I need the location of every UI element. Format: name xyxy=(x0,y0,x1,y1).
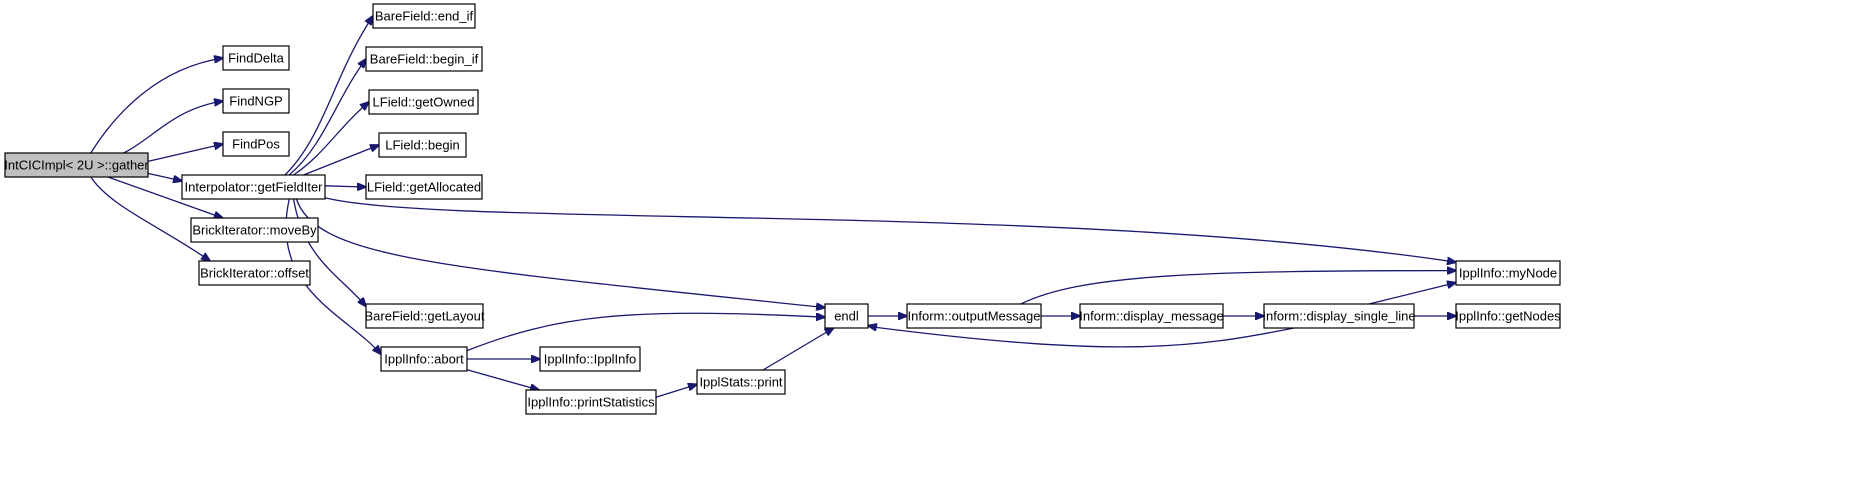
node-label: FindPos xyxy=(232,137,280,152)
node-label: FindNGP xyxy=(229,94,282,109)
edge-getFieldIter-to-myNode xyxy=(324,197,1456,262)
node-box[interactable] xyxy=(1079,303,1224,329)
node-box[interactable] xyxy=(1455,303,1561,329)
node-getNodes[interactable]: IpplInfo::getNodes xyxy=(1455,303,1561,329)
node-box[interactable] xyxy=(190,217,319,243)
node-label: BareField::begin_if xyxy=(370,52,479,67)
node-display_message[interactable]: Inform::display_message xyxy=(1079,303,1224,329)
nodes-layer: IntCICImpl< 2U >::gather FindDeltaFindNGP… xyxy=(4,3,1561,415)
node-label: BrickIterator::moveBy xyxy=(192,223,317,238)
node-label: Inform::display_message xyxy=(1079,309,1224,324)
node-offset[interactable]: BrickIterator::offset xyxy=(198,260,311,286)
edge-getFieldIter-to-getOwned xyxy=(293,102,369,176)
node-box[interactable] xyxy=(696,369,786,395)
node-box[interactable] xyxy=(824,303,869,329)
node-label: IpplInfo::abort xyxy=(384,352,464,367)
edge-outputMessage-to-myNode xyxy=(1020,271,1456,305)
node-label: FindDelta xyxy=(228,51,284,66)
edge-getFieldIter-to-end_if xyxy=(284,16,373,176)
node-begin_if[interactable]: BareField::begin_if xyxy=(365,46,483,72)
node-getOwned[interactable]: LField::getOwned xyxy=(368,89,479,115)
edge-statsPrint-to-endl xyxy=(762,328,834,371)
node-box[interactable] xyxy=(4,152,149,178)
edge-gather-to-moveBy xyxy=(107,176,223,218)
node-findPos[interactable]: FindPos xyxy=(222,131,290,157)
node-box[interactable] xyxy=(222,45,290,71)
node-label: IpplStats::print xyxy=(699,375,782,390)
edge-printStatistics-to-statsPrint xyxy=(655,384,697,398)
edge-abort-to-endl xyxy=(466,312,825,352)
edge-gather-to-offset xyxy=(90,176,210,261)
node-moveBy[interactable]: BrickIterator::moveBy xyxy=(190,217,319,243)
edge-getFieldIter-to-begin_if xyxy=(288,59,366,176)
edge-getFieldIter-to-lbegin xyxy=(303,145,379,176)
node-getLayout[interactable]: BareField::getLayout xyxy=(365,303,485,329)
node-label: endl xyxy=(834,309,859,324)
edge-gather-to-findDelta xyxy=(90,58,223,154)
node-statsPrint[interactable]: IpplStats::print xyxy=(696,369,786,395)
node-box[interactable] xyxy=(365,46,483,72)
node-box[interactable] xyxy=(222,88,290,114)
node-box[interactable] xyxy=(372,3,476,29)
node-label: IpplInfo::getNodes xyxy=(1455,309,1561,324)
node-box[interactable] xyxy=(380,346,468,372)
node-end_if[interactable]: BareField::end_if xyxy=(372,3,476,29)
node-myNode[interactable]: IpplInfo::myNode xyxy=(1455,260,1561,286)
node-printStatistics[interactable]: IpplInfo::printStatistics xyxy=(525,389,657,415)
node-gather[interactable]: IntCICImpl< 2U >::gather xyxy=(4,152,149,178)
node-label: LField::begin xyxy=(385,138,459,153)
node-box[interactable] xyxy=(906,303,1042,329)
node-display_single_line[interactable]: Inform::display_single_line xyxy=(1262,303,1416,329)
node-getAllocated[interactable]: LField::getAllocated xyxy=(365,174,483,200)
node-label: IpplInfo::IpplInfo xyxy=(544,352,637,367)
node-box[interactable] xyxy=(181,174,326,200)
node-label: IpplInfo::printStatistics xyxy=(527,395,655,410)
edge-display_single_line-to-endl xyxy=(868,326,1295,348)
node-box[interactable] xyxy=(1263,303,1415,329)
node-getFieldIter[interactable]: Interpolator::getFieldIter xyxy=(181,174,326,200)
node-box[interactable] xyxy=(365,174,483,200)
node-findDelta[interactable]: FindDelta xyxy=(222,45,290,71)
node-box[interactable] xyxy=(378,132,467,158)
node-label: Inform::outputMessage xyxy=(908,309,1041,324)
node-label: LField::getOwned xyxy=(373,95,475,110)
edge-getFieldIter-to-getLayout xyxy=(292,198,366,306)
node-label: BareField::getLayout xyxy=(365,309,485,324)
node-box[interactable] xyxy=(365,303,484,329)
node-box[interactable] xyxy=(539,346,641,372)
node-label: Interpolator::getFieldIter xyxy=(184,180,323,195)
node-box[interactable] xyxy=(525,389,657,415)
node-outputMessage[interactable]: Inform::outputMessage xyxy=(906,303,1042,329)
node-box[interactable] xyxy=(198,260,311,286)
edge-display_single_line-to-myNode xyxy=(1368,283,1456,305)
node-label: IpplInfo::myNode xyxy=(1459,266,1557,281)
node-box[interactable] xyxy=(368,89,479,115)
node-box[interactable] xyxy=(1455,260,1561,286)
edges-layer xyxy=(90,16,1456,398)
edge-getFieldIter-to-getAllocated xyxy=(324,186,366,187)
edge-gather-to-getFieldIter xyxy=(147,172,182,181)
node-endl[interactable]: endl xyxy=(824,303,869,329)
node-label: IntCICImpl< 2U >::gather xyxy=(4,158,149,173)
edge-abort-to-printStatistics xyxy=(466,369,539,390)
edge-gather-to-findPos xyxy=(147,144,223,163)
node-ipplInfoCtor[interactable]: IpplInfo::IpplInfo xyxy=(539,346,641,372)
node-box[interactable] xyxy=(222,131,290,157)
node-label: BareField::end_if xyxy=(375,9,474,24)
edge-gather-to-findNGP xyxy=(123,101,223,154)
node-label: BrickIterator::offset xyxy=(200,266,309,281)
node-label: LField::getAllocated xyxy=(367,180,481,195)
node-abort[interactable]: IpplInfo::abort xyxy=(380,346,468,372)
node-lbegin[interactable]: LField::begin xyxy=(378,132,467,158)
edge-getFieldIter-to-endl xyxy=(295,198,825,308)
node-findNGP[interactable]: FindNGP xyxy=(222,88,290,114)
node-label: Inform::display_single_line xyxy=(1262,309,1415,324)
